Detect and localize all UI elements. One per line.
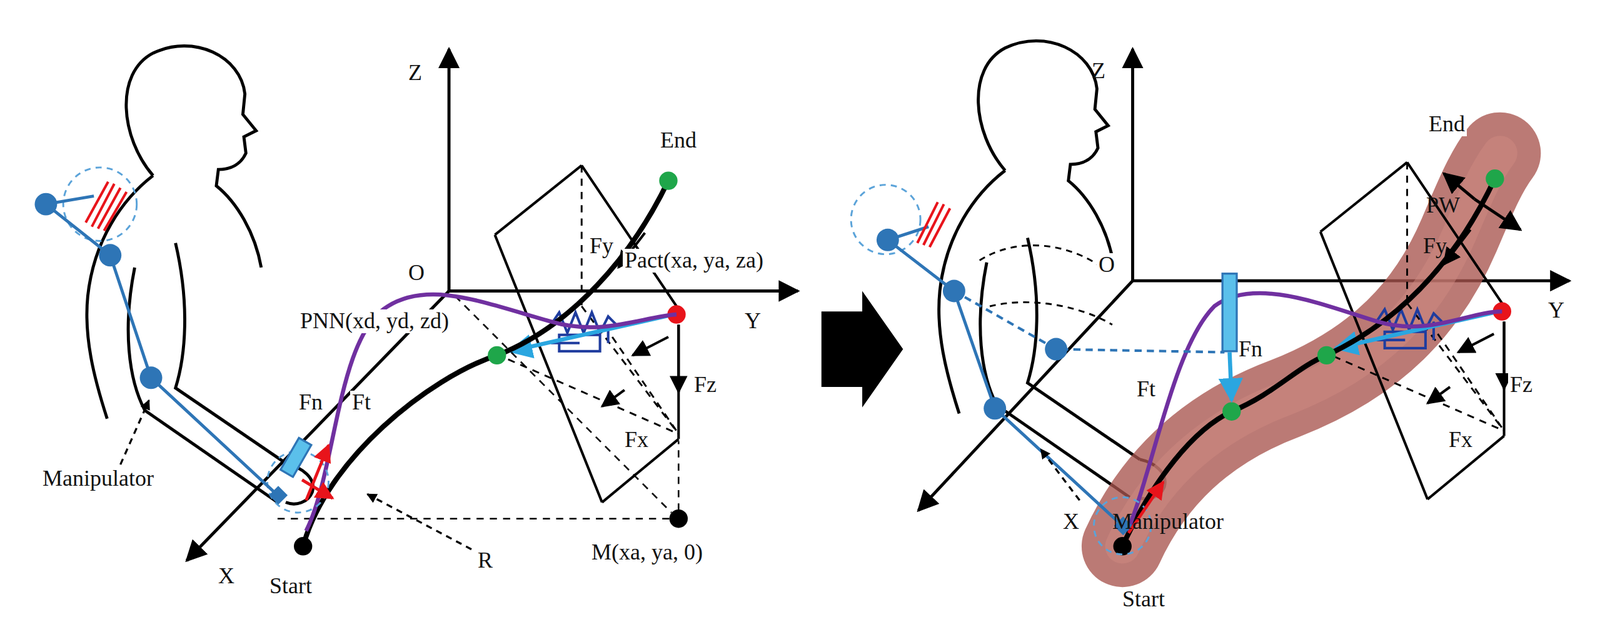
axis-label: Z <box>1089 59 1108 84</box>
axis-label: Z <box>406 61 424 86</box>
point-label: Start <box>267 574 314 599</box>
force-label: Fz <box>1508 373 1535 398</box>
point-label: End <box>1426 112 1467 137</box>
width-label: PW <box>1424 193 1462 218</box>
point-label: End <box>658 128 699 153</box>
point-label: Pact(xa, ya, za) <box>622 248 766 273</box>
manipulator-arm <box>850 185 1237 555</box>
point-label: M(xa, ya, 0) <box>589 540 705 565</box>
previous-arm-pose <box>979 245 1113 326</box>
force-label: Fx <box>1446 428 1475 453</box>
point-label: Start <box>1120 587 1167 612</box>
force-label: Ft <box>350 390 373 415</box>
axis-label: Y <box>742 309 763 334</box>
force-label: Fn <box>1236 337 1265 362</box>
origin-label: O <box>1096 253 1117 277</box>
transition-arrow <box>821 290 904 408</box>
force-box <box>495 165 686 503</box>
projection-lines <box>275 296 680 519</box>
curve-label: R <box>475 548 495 573</box>
force-label: Fn <box>296 390 325 415</box>
leader-line <box>120 400 150 465</box>
part-label: Manipulator <box>40 467 156 491</box>
origin-label: O <box>406 261 427 286</box>
axis-label: Y <box>1546 298 1567 323</box>
leader-line <box>1041 449 1080 501</box>
axis-label: X <box>216 564 237 589</box>
point-label: PNN(xd, yd, zd) <box>298 309 451 334</box>
force-label: Fz <box>692 373 719 398</box>
reference-trajectory <box>303 180 669 547</box>
manipulator-arm <box>34 167 333 513</box>
actual-trajectory <box>1127 293 1502 531</box>
human-silhouette <box>86 46 314 505</box>
part-label: Manipulator <box>1110 510 1226 534</box>
axes <box>186 48 799 561</box>
reference-trajectory <box>1122 178 1495 547</box>
force-label: Ft <box>1134 377 1158 402</box>
force-label: Fy <box>1421 234 1449 259</box>
force-label: Fx <box>622 428 651 453</box>
leader-line <box>367 494 472 550</box>
force-label: Fy <box>587 234 616 259</box>
axis-label: X <box>1061 510 1082 534</box>
